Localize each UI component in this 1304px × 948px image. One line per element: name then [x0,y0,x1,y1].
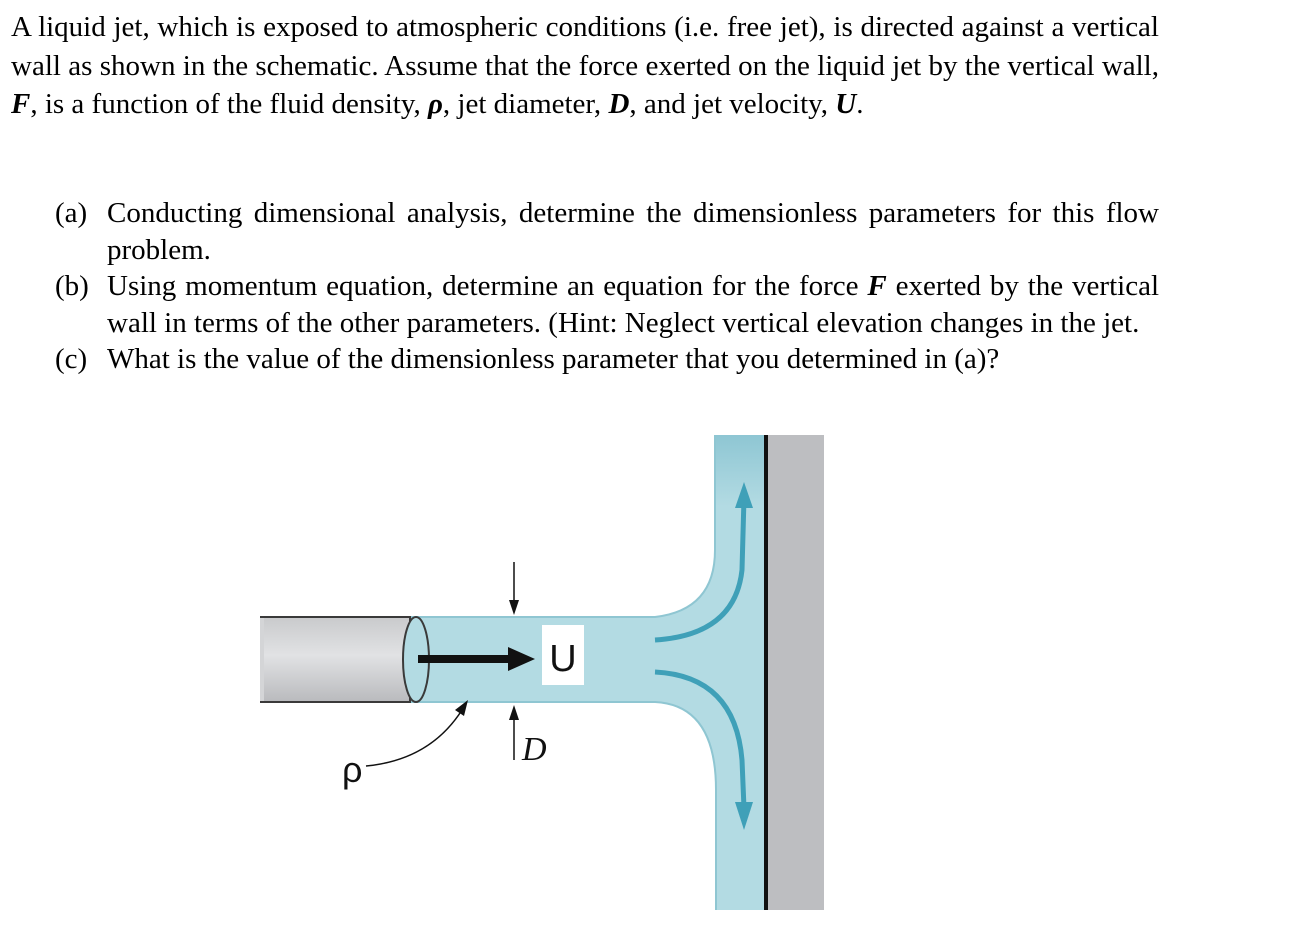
question-part-text: Using momentum equation, determine an eq… [107,270,1159,339]
nozzle-pipe [260,616,411,703]
text-segment: Conducting dimensional analysis, determi… [107,197,1159,266]
downward-flow-curve [654,669,747,809]
text-segment: , is a function of the fluid density, [30,88,428,120]
text-segment: What is the value of the dimensionless p… [107,343,1000,375]
question-part-text: Conducting dimensional analysis, determi… [107,197,1159,266]
variable-symbol: F [867,270,887,302]
text-segment: , jet diameter, [442,88,609,120]
velocity-label-box [542,625,584,685]
jet-velocity-arrowhead [508,647,535,671]
text-segment: Using momentum equation, determine an eq… [107,270,868,302]
liquid-jet-region [410,435,764,910]
density-pointer-line [365,709,463,767]
liquid-lower-edge [410,701,717,910]
question-part-marker: (a) [55,197,88,229]
text-segment: , and jet velocity, [629,88,836,120]
text-segment: . [856,88,864,120]
question-part: (c) What is the value of the dimensionles… [55,341,1159,378]
variable-symbol: ρ [427,88,443,120]
velocity-label: U [549,638,576,680]
question-part: (a) Conducting dimensional analysis, dete… [55,195,1159,268]
diameter-label: D [521,731,547,768]
problem-statement: A liquid jet, which is exposed to atmosp… [11,8,1159,124]
question-part-text: What is the value of the dimensionless p… [107,343,999,375]
variable-symbol: U [835,88,857,120]
question-part-marker: (b) [55,270,89,302]
density-pointer-arrowhead [455,700,468,716]
question-part-marker: (c) [55,343,88,375]
text-segment: A liquid jet, which is exposed to atmosp… [11,11,1159,82]
vertical-wall [766,435,824,910]
downward-flow-arrowhead [735,802,753,830]
jet-wall-schematic: U D ρ [260,435,824,910]
variable-symbol: D [608,88,630,120]
nozzle-pipe-fill-edge [260,618,264,701]
variable-symbol: F [11,88,31,120]
upward-flow-curve [654,497,747,643]
question-part: (b) Using momentum equation, determine an… [55,268,1159,341]
density-label: ρ [342,749,362,790]
liquid-upper-edge [410,435,716,618]
question-parts-list: (a) Conducting dimensional analysis, dete… [55,195,1159,378]
diameter-bottom-arrowhead [509,705,519,720]
upward-flow-arrowhead [735,482,753,508]
diameter-top-arrowhead [509,600,519,615]
text-segment: exerted by the vertical wall in terms of… [107,270,1160,339]
